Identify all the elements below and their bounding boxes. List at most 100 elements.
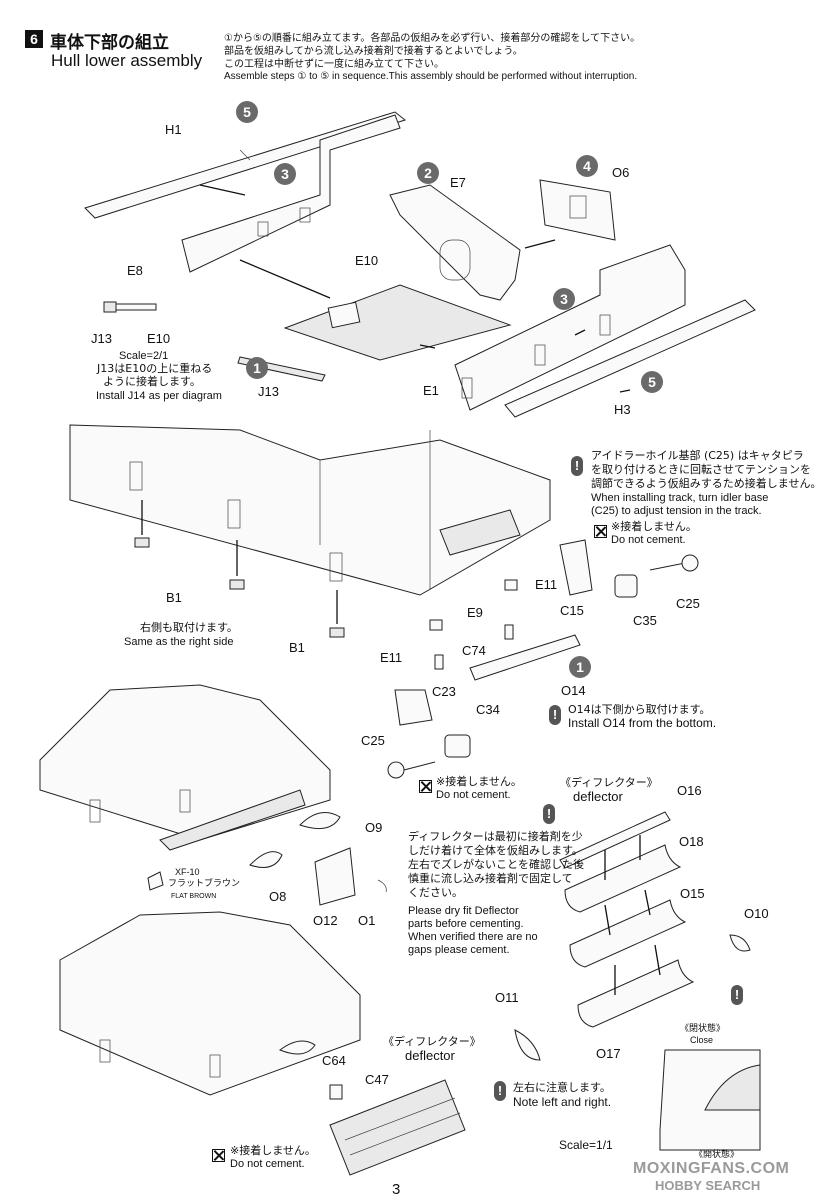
- c25-drawing: [681, 554, 699, 572]
- warning-icon-deflector: !: [543, 804, 555, 824]
- step-badge-1-top: 1: [246, 357, 268, 379]
- deflector-note-en-3: When verified there are no: [408, 931, 538, 943]
- assembly-drawings: [39, 111, 761, 1176]
- o15-drawing: [569, 899, 687, 968]
- no-cement-en-1: Do not cement.: [611, 534, 686, 546]
- deflector-note-en-1: Please dry fit Deflector: [408, 905, 519, 917]
- scale-1-1: Scale=1/1: [559, 1138, 613, 1152]
- label-e11-left: E11: [380, 650, 403, 665]
- c34-drawing: [444, 734, 471, 758]
- label-o1: O1: [358, 913, 376, 928]
- step-badge-5-top: 5: [236, 101, 258, 123]
- label-c47: C47: [365, 1072, 389, 1087]
- idler-note-en-2: (C25) to adjust tension in the track.: [591, 505, 762, 517]
- label-e8: E8: [127, 263, 143, 278]
- o8-drawing: [249, 851, 283, 868]
- b1-part-2: [229, 579, 245, 590]
- o12-drawing: [314, 847, 356, 906]
- label-c15: C15: [560, 603, 584, 618]
- deflector-title-en-top: deflector: [573, 789, 623, 804]
- paint-code: XF-10: [175, 867, 200, 877]
- label-c74: C74: [462, 643, 486, 658]
- warning-icon-idler: !: [571, 456, 583, 476]
- no-cement-icon-3: [212, 1149, 225, 1162]
- part-e7-drawing: [389, 184, 521, 301]
- same-side-jp: 右側も取付けます。: [140, 621, 238, 634]
- label-o11: O11: [495, 990, 519, 1005]
- part-e8-drawing: [181, 114, 401, 273]
- deflector-note-jp-2: しだけ着けて全体を仮組みします。: [408, 844, 583, 857]
- label-o10: O10: [744, 906, 769, 921]
- label-o16: O16: [677, 783, 702, 798]
- left-right-note-jp: 左右に注意します。: [513, 1081, 611, 1094]
- o9-drawing: [299, 812, 341, 830]
- closed-state-en: Close: [690, 1035, 714, 1045]
- same-side-en: Same as the right side: [124, 636, 234, 648]
- step-number-badge: 6: [25, 30, 43, 48]
- o14-note-jp: O14は下側から取付けます。: [568, 703, 711, 716]
- deflector-assembly-drawing: [329, 1079, 466, 1176]
- part-o6-drawing: [539, 179, 616, 241]
- c25-lower-drawing: [387, 761, 405, 779]
- left-right-note-en: Note left and right.: [513, 1095, 612, 1109]
- c35-drawing: [614, 574, 638, 598]
- idler-note-en-1: When installing track, turn idler base: [591, 492, 769, 504]
- step-badge-3-left: 3: [274, 163, 296, 185]
- o17-drawing: [577, 959, 695, 1028]
- section-title-en: Hull lower assembly: [51, 51, 203, 70]
- label-j13: J13: [258, 384, 279, 399]
- no-cement-en-2: Do not cement.: [436, 789, 511, 801]
- deflector-title-jp-lower: 《ディフレクター》: [383, 1035, 481, 1048]
- no-cement-jp-3: ※接着しません。: [230, 1144, 316, 1157]
- instruction-jp-2: 部品を仮組みしてから流し込み接着剤で接着するとよいでしょう。: [224, 46, 523, 57]
- label-e7: E7: [450, 175, 466, 190]
- hull-lower-drawing-1: [39, 684, 331, 841]
- label-h1: H1: [165, 122, 182, 137]
- warning-icon-lr: !: [494, 1081, 506, 1101]
- watermark-hobbysearch: HOBBY SEARCH: [655, 1178, 761, 1193]
- label-b1-right: B1: [289, 640, 305, 655]
- label-o17: O17: [596, 1046, 621, 1061]
- no-cement-jp-1: ※接着しません。: [611, 520, 697, 533]
- label-o12: O12: [313, 913, 338, 928]
- deflector-note-jp-5: ください。: [408, 886, 463, 899]
- warning-icon-o10: !: [731, 985, 743, 1005]
- o14-drawing: [469, 634, 581, 681]
- b1-part-1: [134, 537, 150, 548]
- warning-icon-o14: !: [549, 705, 561, 725]
- scale-2-1: Scale=2/1: [119, 350, 169, 362]
- part-e10-drawing: [283, 284, 512, 361]
- paint-name-en: FLAT BROWN: [171, 893, 217, 900]
- paint-marker: [147, 871, 164, 891]
- deflector-note-en-2: parts before cementing.: [408, 918, 524, 930]
- no-cement-icon-1: [594, 525, 607, 538]
- label-b1-left: B1: [166, 590, 182, 605]
- c15-drawing: [559, 539, 593, 596]
- label-h3: H3: [614, 402, 631, 417]
- label-o14: O14: [561, 683, 586, 698]
- deflector-title-jp-top: 《ディフレクター》: [560, 776, 658, 789]
- label-o9: O9: [365, 820, 383, 835]
- deflector-note-jp-4: 慎重に流し込み接着剤で固定して: [408, 872, 573, 885]
- label-e9: E9: [467, 605, 483, 620]
- idler-note-jp-2: を取り付けるときに回転させてテンションを: [591, 463, 811, 476]
- label-e1: E1: [423, 383, 439, 398]
- label-o6: O6: [612, 165, 630, 180]
- label-c34: C34: [476, 702, 500, 717]
- watermark-moxingfans: MOXINGFANS.COM: [633, 1160, 790, 1177]
- o16-drawing: [559, 811, 671, 869]
- step-badge-4: 4: [576, 155, 598, 177]
- label-c35: C35: [633, 613, 657, 628]
- label-e10: E10: [355, 253, 379, 268]
- label-c23: C23: [432, 684, 456, 699]
- open-state-jp: 《開状態》: [694, 1150, 740, 1160]
- j13-note-en: Install J14 as per diagram: [96, 390, 222, 402]
- deflector-note-jp-1: ディフレクターは最初に接着剤を少: [408, 830, 583, 843]
- c64-drawing: [278, 1040, 316, 1055]
- instruction-en: Assemble steps ① to ⑤ in sequence.This a…: [224, 71, 638, 82]
- label-o18: O18: [679, 834, 704, 849]
- deflector-note-jp-3: 左右でズレがないことを確認した後: [408, 858, 584, 871]
- label-c25-lower: C25: [361, 733, 385, 748]
- paint-name-jp: フラットブラウン: [168, 879, 241, 889]
- instruction-jp-1: ①から⑤の順番に組み立てます。各部品の仮組みを必ず行い、接着部分の確認をして下さ…: [224, 33, 641, 44]
